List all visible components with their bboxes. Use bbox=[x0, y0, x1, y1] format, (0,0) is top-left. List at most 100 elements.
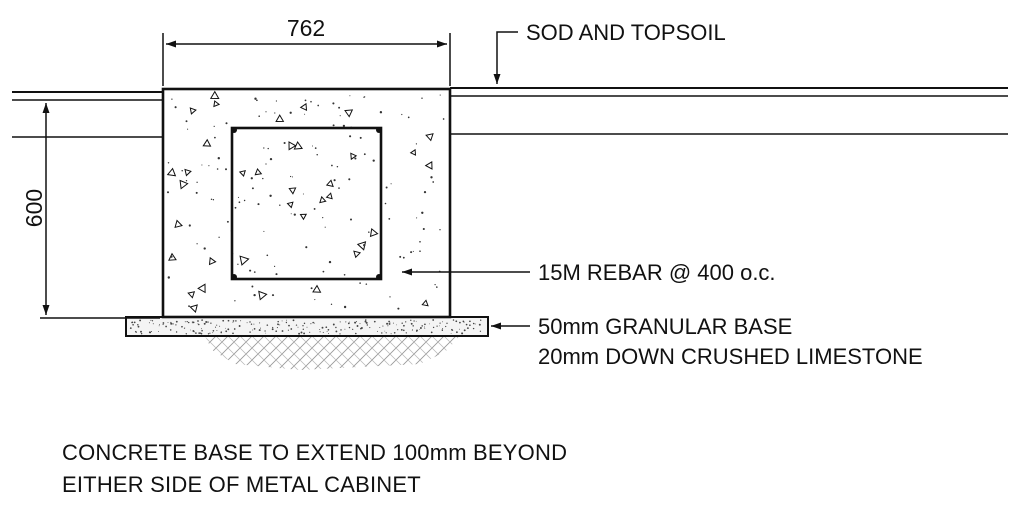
base-speck bbox=[451, 328, 453, 331]
base-speck bbox=[214, 326, 217, 328]
base-speck bbox=[275, 330, 278, 333]
aggregate-speck bbox=[263, 147, 265, 149]
aggregate-speck bbox=[332, 124, 335, 127]
base-speck bbox=[216, 330, 218, 332]
sod-callout: SOD AND TOPSOIL bbox=[526, 20, 726, 45]
base-speck bbox=[191, 321, 193, 323]
aggregate-speck bbox=[262, 177, 264, 180]
base-speck bbox=[212, 332, 214, 334]
aggregate-speck bbox=[212, 199, 215, 201]
aggregate-speck bbox=[254, 97, 257, 100]
aggregate-speck bbox=[238, 201, 241, 204]
base-speck bbox=[172, 323, 174, 325]
aggregate-speck bbox=[226, 220, 229, 223]
aggregate-speck bbox=[328, 260, 332, 264]
aggregate-triangle bbox=[189, 304, 198, 313]
ground-lines bbox=[12, 87, 1008, 138]
base-speck bbox=[347, 322, 350, 325]
aggregate-speck bbox=[421, 211, 424, 214]
aggregate-speck bbox=[410, 251, 413, 254]
base-speck bbox=[442, 321, 444, 323]
base-speck bbox=[401, 322, 403, 324]
base-speck bbox=[472, 322, 475, 325]
base-speck bbox=[295, 324, 298, 326]
base-speck bbox=[402, 329, 405, 332]
aggregate-speck bbox=[304, 113, 306, 115]
base-speck bbox=[442, 328, 444, 329]
aggregate-speck bbox=[316, 154, 318, 156]
base-speck bbox=[365, 321, 368, 324]
aggregate-speck bbox=[167, 162, 170, 164]
base-speck bbox=[288, 324, 290, 327]
base-speck bbox=[397, 329, 399, 331]
aggregate-speck bbox=[399, 255, 402, 258]
base-speck bbox=[309, 331, 311, 333]
base-speck bbox=[200, 332, 203, 335]
base-speck bbox=[463, 321, 465, 323]
base-speck bbox=[384, 330, 386, 332]
aggregate-speck bbox=[166, 191, 170, 194]
base-speck bbox=[446, 322, 448, 324]
aggregate-triangle bbox=[312, 284, 322, 293]
aggregate-triangle bbox=[189, 107, 197, 115]
base-speck bbox=[429, 323, 430, 325]
base-speck bbox=[424, 323, 426, 326]
base-speck bbox=[285, 321, 288, 324]
base-speck bbox=[344, 328, 346, 330]
base-speck bbox=[469, 320, 471, 323]
base-speck bbox=[410, 319, 412, 321]
aggregate-speck bbox=[290, 175, 292, 178]
base-speck bbox=[249, 321, 251, 323]
aggregate-speck bbox=[372, 159, 375, 162]
base-speck bbox=[210, 322, 212, 324]
depth-dimension bbox=[40, 103, 160, 319]
base-speck bbox=[253, 328, 256, 330]
aggregate-speck bbox=[407, 116, 410, 119]
base-speck bbox=[319, 331, 321, 333]
base-speck bbox=[385, 332, 387, 334]
base-speck bbox=[340, 329, 342, 331]
aggregate-speck bbox=[379, 111, 383, 114]
base-speck bbox=[191, 322, 193, 324]
base-speck bbox=[272, 326, 274, 329]
aggregate-speck bbox=[342, 124, 346, 128]
base-speck bbox=[286, 319, 287, 321]
base-speck bbox=[205, 321, 208, 323]
aggregate-triangle bbox=[299, 213, 308, 221]
base-speck bbox=[463, 329, 466, 332]
base-speck bbox=[349, 321, 350, 323]
aggregate-speck bbox=[331, 164, 333, 167]
base-speck bbox=[479, 330, 482, 332]
aggregate-speck bbox=[291, 176, 293, 178]
subgrade-hatch bbox=[205, 336, 460, 370]
aggregate-triangle bbox=[369, 227, 379, 238]
aggregate-speck bbox=[185, 180, 188, 182]
aggregate-speck bbox=[415, 143, 418, 145]
base-speck bbox=[227, 319, 230, 322]
aggregate-triangle bbox=[293, 140, 304, 150]
aggregate-speck bbox=[390, 183, 392, 185]
base-speck bbox=[390, 333, 392, 335]
base-speck bbox=[259, 322, 261, 324]
aggregate-speck bbox=[293, 213, 296, 216]
aggregate-triangle bbox=[299, 102, 308, 112]
aggregate-speck bbox=[434, 283, 436, 286]
base-speck bbox=[238, 325, 241, 327]
aggregate-speck bbox=[234, 300, 236, 302]
aggregate-speck bbox=[196, 181, 198, 183]
aggregate-speck bbox=[263, 230, 265, 232]
base-speck bbox=[249, 331, 251, 333]
aggregate-speck bbox=[171, 98, 173, 100]
base-speck bbox=[186, 320, 188, 323]
aggregate-speck bbox=[343, 305, 347, 309]
aggregate-speck bbox=[253, 271, 256, 273]
base-speck bbox=[201, 329, 203, 332]
depth-dimension-label: 600 bbox=[21, 189, 47, 227]
aggregate-speck bbox=[349, 135, 352, 138]
aggregate-triangle bbox=[239, 255, 250, 266]
base-speck bbox=[332, 323, 335, 326]
base-speck bbox=[181, 326, 183, 328]
base-speck bbox=[250, 323, 253, 325]
aggregate-speck bbox=[419, 250, 421, 252]
aggregate-speck bbox=[338, 106, 341, 109]
